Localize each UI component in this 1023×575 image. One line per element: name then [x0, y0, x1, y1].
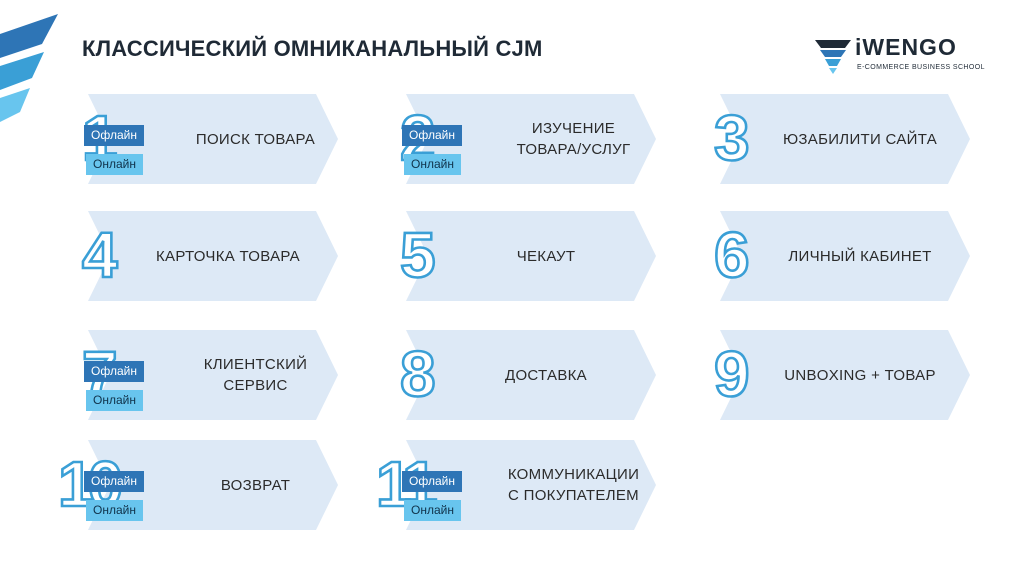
step-arrow-shape — [88, 211, 338, 301]
step-label: ЧЕКАУТ — [516, 247, 576, 265]
step-arrow-shape — [720, 330, 970, 420]
step-label: КЛИЕНТСКИЙ СЕРВИС — [203, 356, 308, 394]
step-9: 9 UNBOXING + ТОВАР — [713, 330, 970, 420]
step-arrow-shape — [406, 211, 656, 301]
online-tag: Онлайн — [86, 390, 143, 411]
stripe-2 — [0, 52, 44, 90]
step-label: ДОСТАВКА — [505, 366, 587, 384]
step-label: ПОИСК ТОВАРА — [195, 130, 316, 148]
step-4: 4 КАРТОЧКА ТОВАРА — [81, 211, 338, 301]
step-arrow-shape — [406, 94, 656, 184]
stripe-1 — [0, 14, 58, 58]
online-tag: Онлайн — [404, 500, 461, 521]
offline-tag: Офлайн — [402, 125, 462, 146]
step-number: 8 — [399, 337, 437, 412]
step-arrow-shape — [720, 94, 970, 184]
logo-tagline: E-COMMERCE BUSINESS SCHOOL — [857, 64, 985, 71]
step-label: КАРТОЧКА ТОВАРА — [156, 247, 300, 265]
step-label: ИЗУЧЕНИЕ ТОВАРА/УСЛУГ — [516, 120, 631, 158]
online-tag: Онлайн — [86, 500, 143, 521]
step-arrow-shape — [88, 94, 338, 184]
offline-tag: Офлайн — [84, 361, 144, 382]
logo-mark-icon — [815, 40, 851, 74]
logo-name: iWENGO — [855, 34, 957, 60]
online-tag: Онлайн — [86, 154, 143, 175]
step-label: ЛИЧНЫЙ КАБИНЕТ — [788, 247, 932, 265]
step-label: ВОЗВРАТ — [220, 476, 291, 494]
step-arrow-shape — [406, 440, 656, 530]
step-5: 5 ЧЕКАУТ — [399, 211, 656, 301]
offline-tag: Офлайн — [84, 125, 144, 146]
step-6: 6 ЛИЧНЫЙ КАБИНЕТ — [713, 211, 970, 301]
step-arrow-shape — [720, 211, 970, 301]
page-title: КЛАССИЧЕСКИЙ ОМНИКАНАЛЬНЫЙ CJM — [82, 36, 543, 61]
logo: iWENGO E-COMMERCE BUSINESS SCHOOL — [815, 34, 985, 76]
step-label: UNBOXING + ТОВАР — [784, 366, 936, 384]
step-arrow-shape — [406, 330, 656, 420]
step-number: 3 — [713, 101, 751, 176]
step-label: КОММУНИКАЦИИ С ПОКУПАТЕЛЕМ — [507, 466, 640, 504]
offline-tag: Офлайн — [84, 471, 144, 492]
stripe-3 — [0, 88, 30, 122]
step-label: ЮЗАБИЛИТИ САЙТА — [782, 130, 938, 148]
decorative-stripes — [0, 14, 58, 122]
step-8: 8 ДОСТАВКА — [399, 330, 656, 420]
step-arrow-shape — [88, 440, 338, 530]
online-tag: Онлайн — [404, 154, 461, 175]
step-number: 5 — [399, 218, 437, 293]
step-number: 4 — [81, 218, 119, 293]
step-number: 6 — [713, 218, 751, 293]
step-10: 10ВОЗВРАТОфлайнОнлайн — [57, 440, 338, 530]
step-number: 9 — [713, 337, 751, 412]
step-3: 3 ЮЗАБИЛИТИ САЙТА — [713, 94, 970, 184]
offline-tag: Офлайн — [402, 471, 462, 492]
step-arrow-shape — [88, 330, 338, 420]
